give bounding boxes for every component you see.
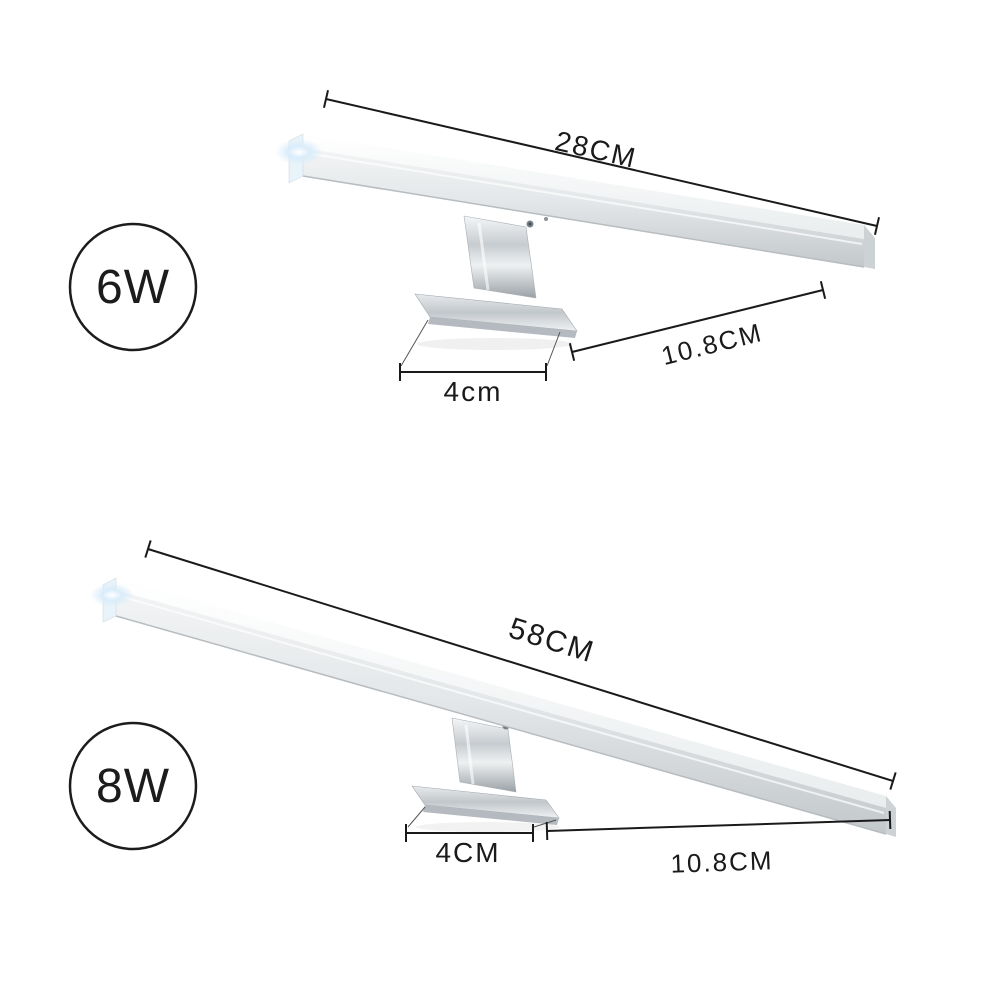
plate-shadow bbox=[416, 822, 560, 832]
screw-small-icon bbox=[544, 217, 548, 221]
dimensions-8w: 58CM 4CM 10.8CM bbox=[144, 540, 897, 879]
screw-center-icon bbox=[528, 222, 532, 226]
depth-dimension-label: 10.8CM bbox=[658, 317, 765, 371]
depth-dimension-line bbox=[568, 281, 827, 361]
led-glow bbox=[90, 583, 134, 607]
fixture-8w bbox=[90, 577, 896, 837]
bar-right-endcap bbox=[864, 225, 875, 269]
depth-dimension-label: 10.8CM bbox=[670, 845, 774, 879]
mount-arm bbox=[463, 215, 537, 299]
wattage-label: 8W bbox=[96, 760, 170, 813]
bracket-dimension-label: 4cm bbox=[444, 376, 503, 407]
wattage-label: 6W bbox=[96, 261, 170, 314]
extension-line-right bbox=[546, 331, 561, 367]
plate-shadow bbox=[417, 338, 573, 350]
bar-diffuser-seam bbox=[305, 152, 863, 245]
length-dimension-line bbox=[144, 540, 897, 790]
led-glow bbox=[275, 139, 323, 165]
depth-dimension-line bbox=[545, 810, 892, 841]
product-6w: 6W 28CM bbox=[68, 90, 880, 407]
length-dimension-line bbox=[323, 90, 880, 235]
fixture-6w bbox=[275, 133, 875, 350]
bar-right-endcap bbox=[886, 796, 896, 837]
bracket-dimension-label: 4CM bbox=[435, 837, 500, 868]
wattage-badge-8w: 8W bbox=[68, 721, 198, 851]
mount-plate-lip bbox=[423, 805, 559, 825]
extension-line-left bbox=[400, 319, 429, 367]
extension-line-left bbox=[407, 806, 426, 828]
length-dimension-label: 58CM bbox=[505, 612, 599, 670]
wattage-circle bbox=[68, 222, 198, 352]
length-dimension-label: 28CM bbox=[552, 125, 640, 174]
product-8w: 8W 58CM bbox=[68, 540, 897, 879]
mount-plate-lip bbox=[428, 317, 577, 338]
wattage-badge-6w: 6W bbox=[68, 222, 198, 352]
